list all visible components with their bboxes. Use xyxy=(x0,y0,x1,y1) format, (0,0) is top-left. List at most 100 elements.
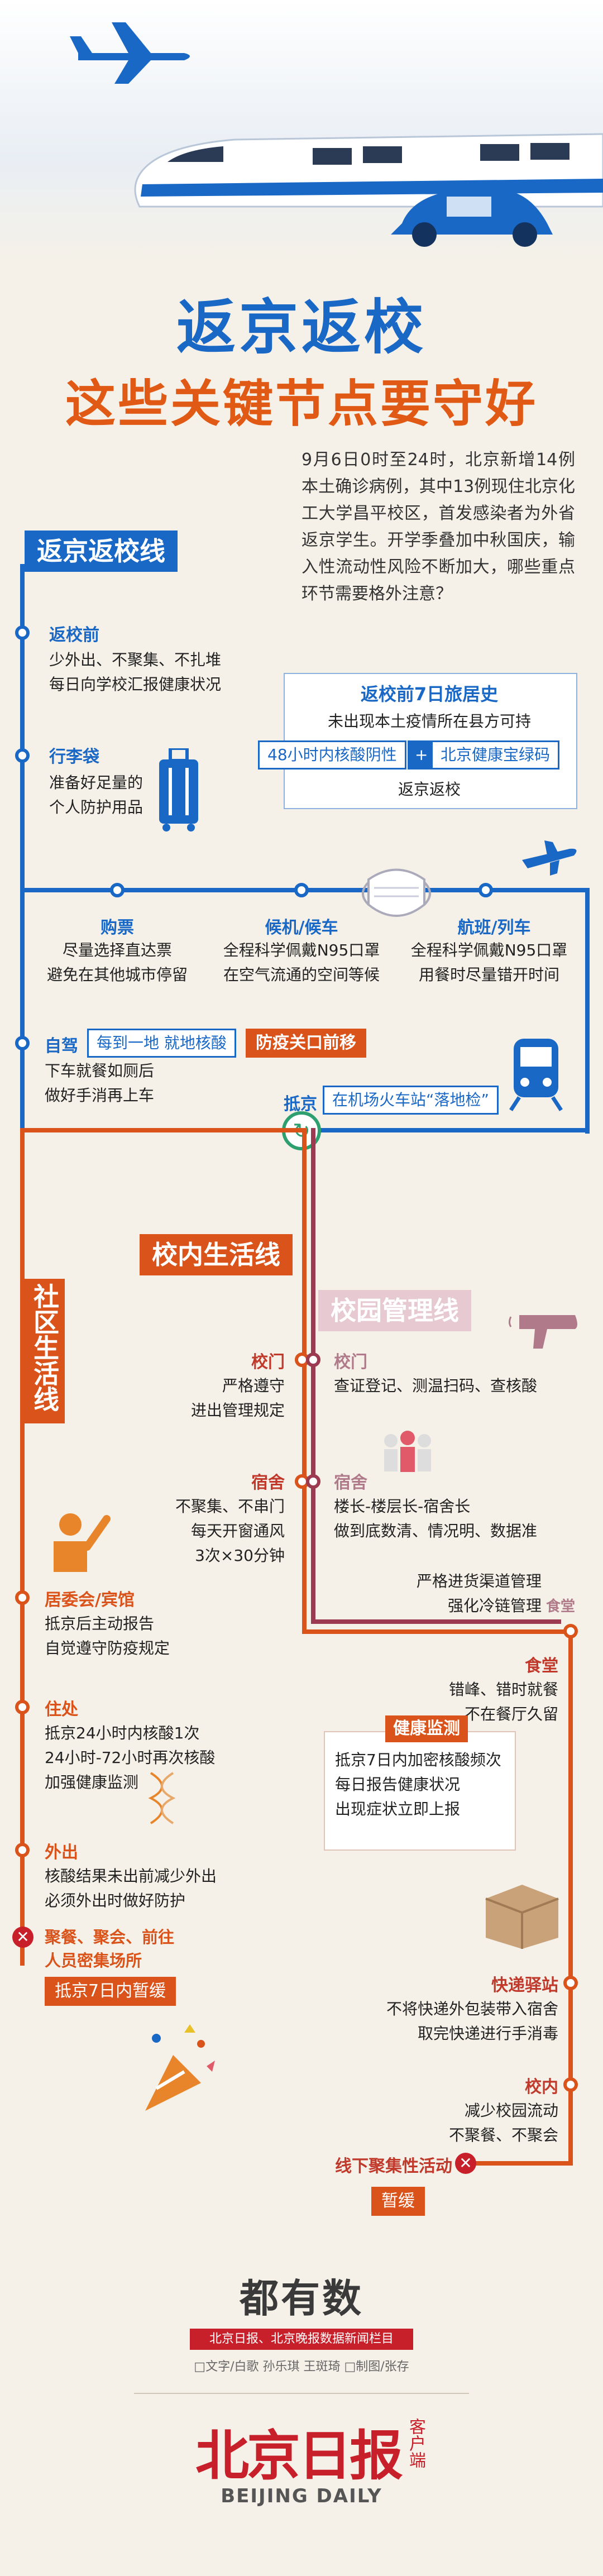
dorm-left-line-1: 不聚集、不串门 xyxy=(175,1497,285,1516)
return-line-title: 返京返校线 xyxy=(25,531,178,572)
campus-line-bottom xyxy=(302,1629,570,1634)
canteen-line-1: 错峰、错时就餐 xyxy=(448,1680,558,1699)
thermometer-gun-icon xyxy=(509,1315,577,1349)
waiting-label: 候机/候车 xyxy=(265,918,338,938)
return-before-line-1: 少外出、不聚集、不扎堆 xyxy=(49,651,222,669)
dorm-right-label: 宿舍 xyxy=(334,1473,367,1493)
waiting-dot xyxy=(294,883,309,897)
return-luggage-line-2: 个人防护用品 xyxy=(49,798,143,816)
sub-title: 这些关键节点要守好 xyxy=(65,375,538,433)
gate-left-line-2: 进出管理规定 xyxy=(190,1401,285,1420)
plus-sign: + xyxy=(408,740,436,770)
health-code-requirement: 北京健康宝绿码 xyxy=(431,740,560,770)
committee-line-2: 自觉遵守防疫规定 xyxy=(45,1639,170,1657)
dorm-left-label: 宿舍 xyxy=(251,1473,285,1493)
drive-line-2: 做好手消再上车 xyxy=(45,1086,155,1105)
subway-train-icon xyxy=(509,1039,563,1111)
footer-brand-side: 客户端 xyxy=(406,2418,425,2468)
footer-brand: 北京日报 xyxy=(195,2424,403,2487)
dorm-right-line-1: 楼长-楼层长-宿舍长 xyxy=(334,1497,471,1516)
canteen-line-2: 不在餐厅久留 xyxy=(464,1705,558,1723)
waiting-line-2: 在空气流通的空间等候 xyxy=(223,966,380,984)
gate-right-label: 校门 xyxy=(334,1352,367,1372)
express-label: 快递驿站 xyxy=(491,1976,558,1995)
express-line-1: 不将快递外包装带入宿舍 xyxy=(386,2000,558,2018)
canteen-dot xyxy=(563,1624,578,1638)
train-icon xyxy=(134,133,603,208)
return-line-right xyxy=(585,888,590,1134)
suitcase-icon xyxy=(159,748,198,831)
campus-line-1: 减少校园流动 xyxy=(464,2101,558,2120)
campus-label: 校内 xyxy=(525,2077,558,2097)
campus-dot xyxy=(563,2077,578,2092)
community-line-title: 社区生活线 xyxy=(25,1279,65,1423)
gathering-label: 聚餐、聚会、前往人员密集场所 xyxy=(45,1928,175,1970)
dorm-dot-right xyxy=(306,1474,320,1489)
arrival-chip: 在机场火车站“落地检” xyxy=(323,1086,499,1115)
canteen-mgmt-label: 食堂 xyxy=(546,1598,576,1615)
footer-logo: 都有数 xyxy=(240,2276,363,2321)
airplane-icon xyxy=(70,22,190,84)
flight-dot xyxy=(478,883,493,897)
offline-x-icon: ✕ xyxy=(455,2153,476,2174)
return-before-dot xyxy=(15,625,30,640)
travel-history-result: 返京返校 xyxy=(398,780,461,799)
people-group-icon xyxy=(384,1431,431,1472)
travel-history-title: 返校前7日旅居史 xyxy=(360,684,499,705)
campus-line-right xyxy=(568,1629,573,2166)
campus-line-vertical xyxy=(302,1128,307,1631)
nucleic-test-requirement: 48小时内核酸阴性 xyxy=(258,740,406,770)
footer-divider xyxy=(134,2393,469,2394)
arrival-label: 抵京 xyxy=(284,1095,317,1114)
flight-line-2: 用餐时尽量错开时间 xyxy=(418,966,559,984)
gathering-tag: 抵京7日内暂缓 xyxy=(45,1977,176,2006)
travel-history-condition: 未出现本土疫情所在县方可持 xyxy=(327,712,531,730)
campus-line-title: 校内生活线 xyxy=(140,1234,293,1275)
footer-credits: □文字/白歌 孙乐琪 王斑琦 □制图/张存 xyxy=(194,2360,409,2374)
community-line-top xyxy=(20,1128,302,1132)
tickets-dot xyxy=(110,883,125,897)
express-dot xyxy=(563,1976,578,1990)
mgmt-line-bottom xyxy=(311,1619,561,1624)
intro-paragraph: 9月6日0时至24时，北京新增14例本土确诊病例，其中13例现住北京化工大学昌平… xyxy=(302,450,575,604)
health-line-2: 每日报告健康状况 xyxy=(335,1775,461,1794)
outing-line-2: 必须外出时做好防护 xyxy=(45,1891,186,1910)
party-popper-icon xyxy=(145,2024,215,2111)
mgmt-line-vertical xyxy=(311,1128,315,1619)
health-monitor-box xyxy=(324,1731,516,1851)
committee-dot xyxy=(15,1590,30,1605)
residence-line-2: 24小时-72小时再次核酸 xyxy=(45,1748,216,1767)
dorm-left-line-3: 3次×30分钟 xyxy=(195,1546,285,1565)
return-line-vertical xyxy=(20,564,25,1131)
canteen-label: 食堂 xyxy=(525,1656,558,1676)
canteen-mgmt-line-2: 强化冷链管理 xyxy=(447,1597,542,1615)
tickets-line-2: 避免在其他城市停留 xyxy=(46,966,188,984)
residence-label: 住处 xyxy=(45,1700,78,1719)
raised-hand-person-icon xyxy=(54,1513,111,1572)
dorm-right-line-2: 做到底数清、情况明、数据准 xyxy=(334,1522,538,1540)
residence-line-3: 加强健康监测 xyxy=(45,1773,139,1791)
return-before-label: 返校前 xyxy=(49,625,99,645)
flight-label: 航班/列车 xyxy=(457,918,531,938)
package-box-icon xyxy=(485,1885,559,1949)
gate-dot-right xyxy=(306,1352,320,1367)
drive-dot xyxy=(15,1036,30,1050)
tickets-label: 购票 xyxy=(100,918,134,938)
drive-label: 自驾 xyxy=(45,1036,78,1056)
health-line-1: 抵京7日内加密核酸频次 xyxy=(335,1751,501,1769)
outing-label: 外出 xyxy=(45,1843,78,1862)
gate-left-label: 校门 xyxy=(251,1352,285,1372)
car-icon xyxy=(391,190,553,247)
community-line-vertical xyxy=(20,1128,25,1966)
dna-icon xyxy=(148,1772,176,1824)
health-line-3: 出现症状立即上报 xyxy=(335,1800,461,1818)
gathering-x-icon: ✕ xyxy=(12,1927,34,1948)
offline-tag: 暂缓 xyxy=(371,2187,425,2216)
tickets-line-1: 尽量选择直达票 xyxy=(62,941,172,959)
footer-bar: 北京日报、北京晚报数据新闻栏目 xyxy=(190,2329,413,2350)
committee-label: 居委会/宾馆 xyxy=(45,1590,135,1610)
dorm-left-line-2: 每天开窗通风 xyxy=(190,1522,285,1540)
campus-line-2: 不聚餐、不聚会 xyxy=(448,2126,558,2144)
footer-brand-en: BEIJING DAILY xyxy=(221,2485,382,2507)
outing-dot xyxy=(15,1843,30,1857)
